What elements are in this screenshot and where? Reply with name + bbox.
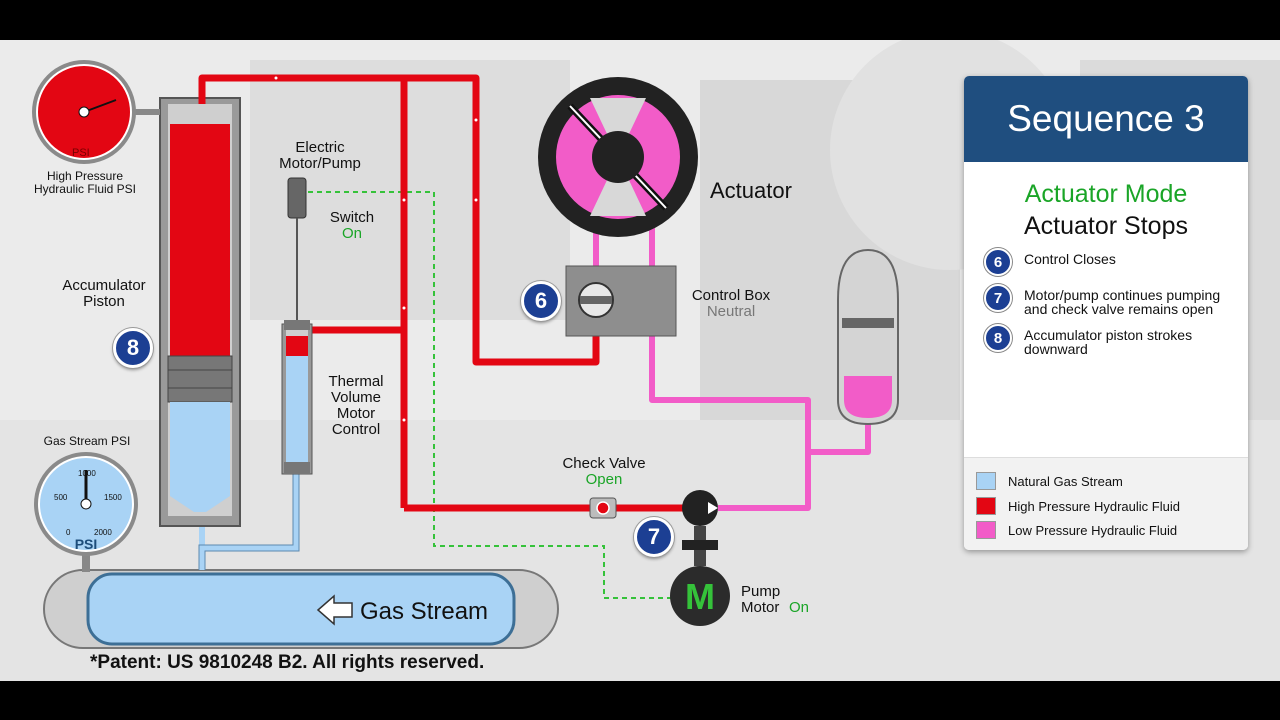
thermal-label-1: Thermal	[328, 373, 383, 390]
gas-pressure-gauge: 0 500 1000 1500 2000 PSI	[34, 452, 138, 572]
legend-item-gas: Natural Gas Stream	[976, 472, 1123, 490]
control-box-label: Control Box	[692, 287, 771, 304]
step-item: 8 Accumulator piston strokes downward	[984, 324, 1244, 357]
step-number: 8	[984, 324, 1012, 352]
check-valve-state: Open	[586, 471, 623, 488]
reservoir-tank	[837, 248, 899, 426]
sequence-title: Sequence 3	[964, 76, 1248, 162]
pump-motor-state: On	[789, 599, 809, 616]
step-text: Control Closes	[1024, 251, 1116, 267]
motor-pump-label-2: Motor/Pump	[279, 155, 361, 172]
gas-tubes	[199, 470, 299, 570]
hp-pressure-gauge: PSI	[32, 60, 160, 164]
step-text: Accumulator piston strokes downward	[1024, 327, 1193, 357]
step-number: 7	[984, 284, 1012, 312]
electric-motor-pump	[287, 177, 307, 320]
legend: Natural Gas Stream High Pressure Hydraul…	[964, 457, 1248, 550]
actuator-wheel	[538, 77, 698, 237]
thermal-volume-control	[281, 320, 313, 475]
patent-notice: *Patent: US 9810248 B2. All rights reser…	[90, 652, 485, 673]
letterbox-bottom	[0, 681, 1280, 720]
gas-gauge-tick-1000: 1000	[78, 469, 96, 478]
hp-gauge-label-2: Hydraulic Fluid PSI	[34, 182, 136, 196]
step-badge-6: 6	[521, 281, 561, 321]
gas-gauge-unit: PSI	[75, 536, 98, 552]
step-badge-8: 8	[113, 328, 153, 368]
pump-motor-label-2: Motor	[741, 599, 779, 616]
gas-gauge-tick-0: 0	[66, 528, 71, 537]
thermal-label-4: Control	[332, 421, 380, 438]
thermal-label-2: Volume	[331, 389, 381, 406]
legend-label: Low Pressure Hydraulic Fluid	[1008, 522, 1178, 538]
legend-label: High Pressure Hydraulic Fluid	[1008, 498, 1180, 514]
gas-gauge-tick-2000: 2000	[94, 528, 112, 537]
hp-gauge-label-1: High Pressure	[47, 169, 123, 183]
step-number: 6	[984, 248, 1012, 276]
thermal-label-3: Motor	[337, 405, 375, 422]
accumulator-cylinder	[159, 97, 241, 527]
mode-title: Actuator Mode	[1024, 180, 1188, 208]
gas-stream-pipe	[43, 569, 559, 649]
sequence-info-panel: Sequence 3 Actuator Mode Actuator Stops …	[964, 76, 1248, 550]
control-box-state: Neutral	[707, 303, 755, 320]
signal-lines	[308, 191, 676, 599]
step-item: 7 Motor/pump continues pumping and check…	[984, 284, 1244, 317]
pump-assembly: M	[670, 490, 730, 626]
control-box	[565, 265, 677, 337]
high-pressure-lines	[198, 74, 690, 512]
gas-gauge-tick-500: 500	[54, 493, 68, 502]
letterbox-top	[0, 0, 1280, 40]
gas-gauge-title: Gas Stream PSI	[44, 434, 131, 448]
legend-swatch-gas	[976, 472, 996, 490]
accumulator-label-1: Accumulator	[62, 277, 145, 294]
accumulator-label-2: Piston	[83, 293, 125, 310]
hp-gauge-unit: PSI	[72, 147, 90, 159]
step-badge-7: 7	[634, 517, 674, 557]
actuator-label: Actuator	[710, 178, 792, 203]
legend-swatch-high-pressure	[976, 497, 996, 515]
gas-gauge-tick-1500: 1500	[104, 493, 122, 502]
step-text: Motor/pump continues pumping and check v…	[1024, 287, 1221, 317]
switch-label: Switch	[330, 209, 374, 226]
gas-stream-label: Gas Stream	[360, 598, 488, 625]
pump-motor-letter: M	[685, 576, 715, 617]
switch-state: On	[342, 225, 362, 242]
gas-stream-flow: Gas Stream	[316, 594, 488, 626]
legend-item-low-pressure: Low Pressure Hydraulic Fluid	[976, 521, 1177, 539]
legend-item-high-pressure: High Pressure Hydraulic Fluid	[976, 497, 1180, 515]
legend-swatch-low-pressure	[976, 521, 996, 539]
step-item: 6 Control Closes	[984, 248, 1244, 276]
check-valve	[589, 497, 617, 519]
check-valve-label: Check Valve	[562, 455, 645, 472]
motor-pump-label-1: Electric	[295, 139, 345, 156]
legend-label: Natural Gas Stream	[1008, 473, 1123, 489]
mode-status: Actuator Stops	[1024, 212, 1188, 240]
pump-motor-label-1: Pump	[741, 583, 780, 600]
step-list: 6 Control Closes 7 Motor/pump continues …	[984, 248, 1244, 368]
